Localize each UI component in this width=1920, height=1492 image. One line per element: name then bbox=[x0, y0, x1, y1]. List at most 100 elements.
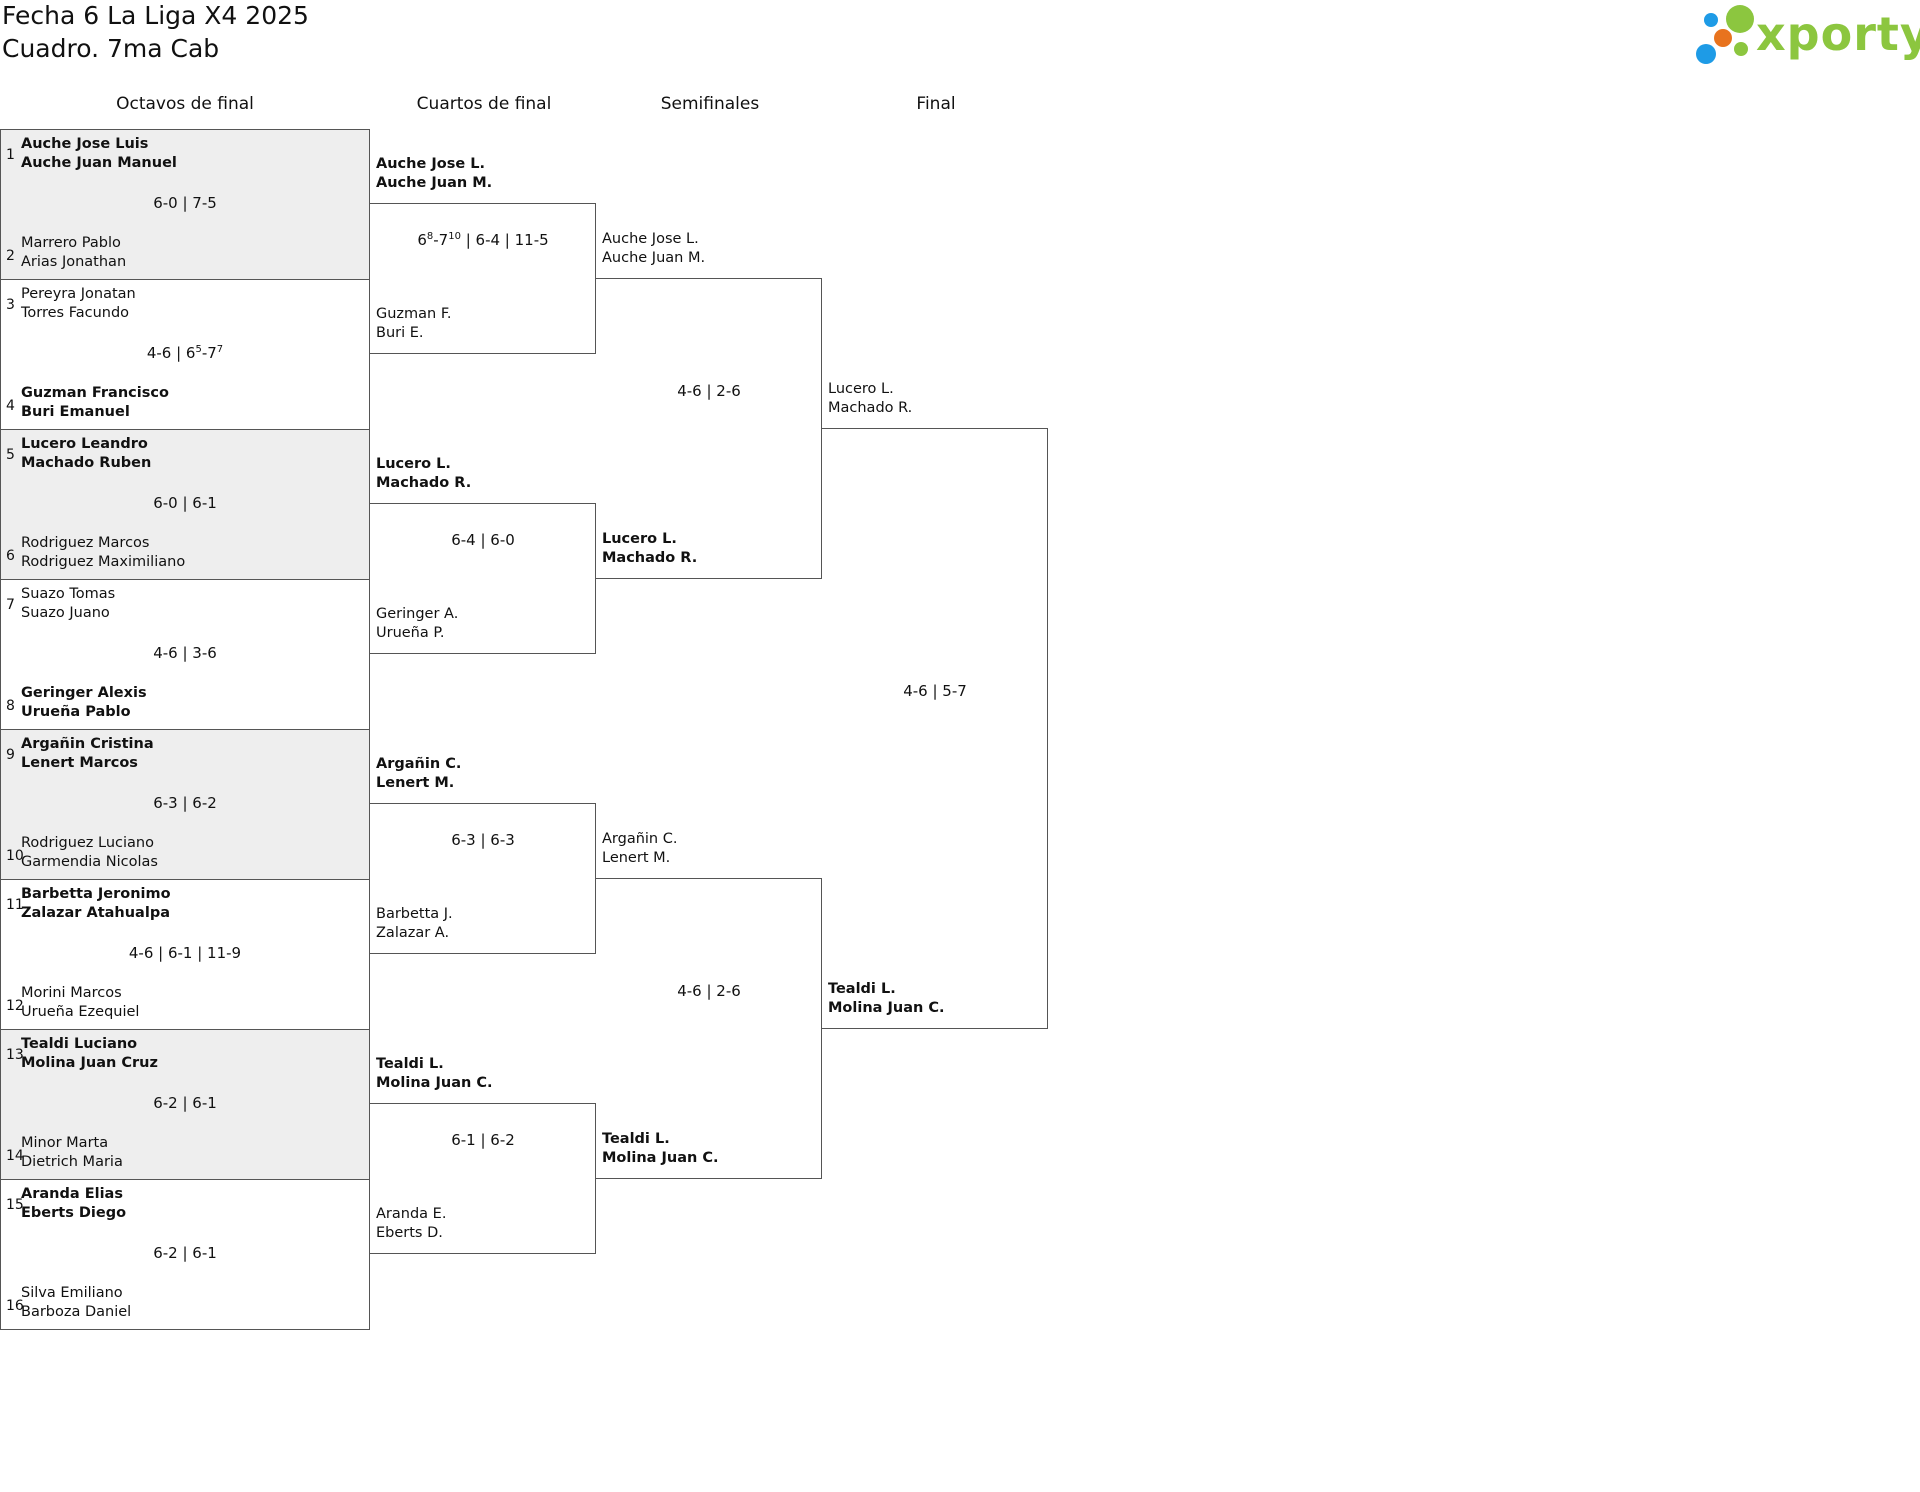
match-score: 6-1 | 6-2 bbox=[451, 1131, 515, 1149]
player-name: Silva Emiliano bbox=[21, 1285, 123, 1301]
match-score: 4-6 | 2-6 bbox=[677, 982, 741, 1000]
round-header-semifinales: Semifinales bbox=[660, 94, 760, 114]
player-name: Zalazar Atahualpa bbox=[21, 905, 170, 921]
team-entry[interactable]: Lucero L.Machado R. bbox=[376, 455, 471, 493]
team-entry[interactable]: Geringer A.Urueña P. bbox=[376, 605, 458, 643]
team-entry[interactable]: Barbetta J.Zalazar A. bbox=[376, 905, 453, 943]
seed-number: 8 bbox=[6, 698, 15, 714]
player-name: Eberts Diego bbox=[21, 1205, 127, 1221]
team-entry[interactable]: Lucero L. Machado R. bbox=[602, 530, 697, 568]
player-name: Lucero Leandro bbox=[21, 436, 148, 452]
player-name: Morini Marcos bbox=[21, 985, 122, 1001]
bracket-connector bbox=[370, 1103, 596, 1254]
bracket-connector bbox=[370, 503, 596, 654]
player-name: Rodriguez Luciano bbox=[21, 835, 154, 851]
player-name: Machado R. bbox=[828, 400, 913, 416]
player-name: Minor Marta bbox=[21, 1135, 109, 1151]
page-subtitle: Cuadro. 7ma Cab bbox=[2, 34, 220, 63]
team-entry[interactable]: Guzman F. Buri E. bbox=[376, 305, 451, 343]
team-entry[interactable]: Aranda E.Eberts D. bbox=[376, 1205, 446, 1243]
match-score: 4-6 | 6-1 | 11-9 bbox=[128, 944, 242, 962]
team-entry[interactable]: Argañin C. Lenert M. bbox=[602, 830, 677, 868]
player-name: Geringer Alexis bbox=[21, 685, 147, 701]
seed-number: 4 bbox=[6, 398, 15, 414]
logo-dot-blue-bottom bbox=[1696, 44, 1716, 64]
player-name: Machado R. bbox=[602, 550, 698, 566]
player-name: Molina Juan C. bbox=[376, 1075, 493, 1091]
player-name: Tealdi Luciano bbox=[21, 1036, 138, 1052]
player-name: Molina Juan C. bbox=[828, 1000, 945, 1016]
team-entry[interactable]: Tealdi L. Molina Juan C. bbox=[828, 980, 945, 1018]
match-score: 4-6 | 5-7 bbox=[903, 682, 967, 700]
match-score: 6-0 | 6-1 bbox=[153, 494, 217, 512]
player-name: Buri Emanuel bbox=[21, 404, 130, 420]
player-name: Molina Juan C. bbox=[602, 1150, 719, 1166]
player-name: Garmendia Nicolas bbox=[21, 854, 158, 870]
seed-number: 15 bbox=[6, 1197, 24, 1213]
player-name: Barbetta Jeronimo bbox=[21, 886, 171, 902]
player-name: Tealdi L. bbox=[828, 981, 896, 997]
match-score: 4-6 | 2-6 bbox=[677, 382, 741, 400]
seed-number: 14 bbox=[6, 1148, 24, 1164]
player-name: Eberts D. bbox=[376, 1225, 443, 1241]
player-name: Lenert M. bbox=[376, 775, 455, 791]
player-name: Suazo Tomas bbox=[21, 586, 116, 602]
team-entry[interactable]: Argañin C. Lenert M. bbox=[376, 755, 461, 793]
match-score: 68-710 | 6-4 | 11-5 bbox=[417, 231, 549, 249]
match-score: 6-0 | 7-5 bbox=[153, 194, 217, 212]
player-name: Lucero L. bbox=[602, 531, 677, 547]
seed-number: 6 bbox=[6, 548, 15, 564]
team-entry[interactable]: Tealdi L. Molina Juan C. bbox=[602, 1130, 719, 1168]
player-name: Urueña P. bbox=[376, 625, 445, 641]
match-score: 6-3 | 6-2 bbox=[153, 794, 217, 812]
player-name: Urueña Pablo bbox=[21, 704, 131, 720]
match-score: 6-2 | 6-1 bbox=[153, 1094, 217, 1112]
player-name: Auche Juan M. bbox=[602, 250, 706, 266]
seed-number: 16 bbox=[6, 1298, 24, 1314]
player-name: Urueña Ezequiel bbox=[21, 1004, 140, 1020]
player-name: Rodriguez Marcos bbox=[21, 535, 150, 551]
player-name: Lucero L. bbox=[376, 456, 451, 472]
team-entry[interactable]: Tealdi L.Molina Juan C. bbox=[376, 1055, 493, 1093]
seed-number: 2 bbox=[6, 248, 15, 264]
match-score: 4-6 | 65-77 bbox=[146, 344, 224, 362]
logo-dot-blue-top bbox=[1704, 13, 1718, 27]
player-name: Lucero L. bbox=[828, 381, 894, 397]
player-name: Molina Juan Cruz bbox=[21, 1055, 158, 1071]
player-name: Tealdi L. bbox=[602, 1131, 670, 1147]
team-entry[interactable]: Auche Jose L.Auche Juan M. bbox=[376, 155, 492, 193]
team-entry[interactable]: Auche Jose L.Auche Juan M. bbox=[602, 230, 705, 268]
bracket-connector bbox=[596, 278, 822, 579]
player-name: Guzman F. bbox=[376, 306, 452, 322]
player-name: Auche Juan M. bbox=[376, 175, 493, 191]
player-name: Lenert M. bbox=[602, 850, 671, 866]
player-name: Buri E. bbox=[376, 325, 424, 341]
xporty-logo[interactable]: xporty bbox=[1690, 2, 1920, 72]
seed-number: 5 bbox=[6, 447, 15, 463]
player-name: Argañin C. bbox=[376, 756, 462, 772]
team-entry[interactable]: Lucero L. Machado R. bbox=[828, 380, 912, 418]
player-name: Zalazar A. bbox=[376, 925, 450, 941]
player-name: Argañin C. bbox=[602, 831, 678, 847]
